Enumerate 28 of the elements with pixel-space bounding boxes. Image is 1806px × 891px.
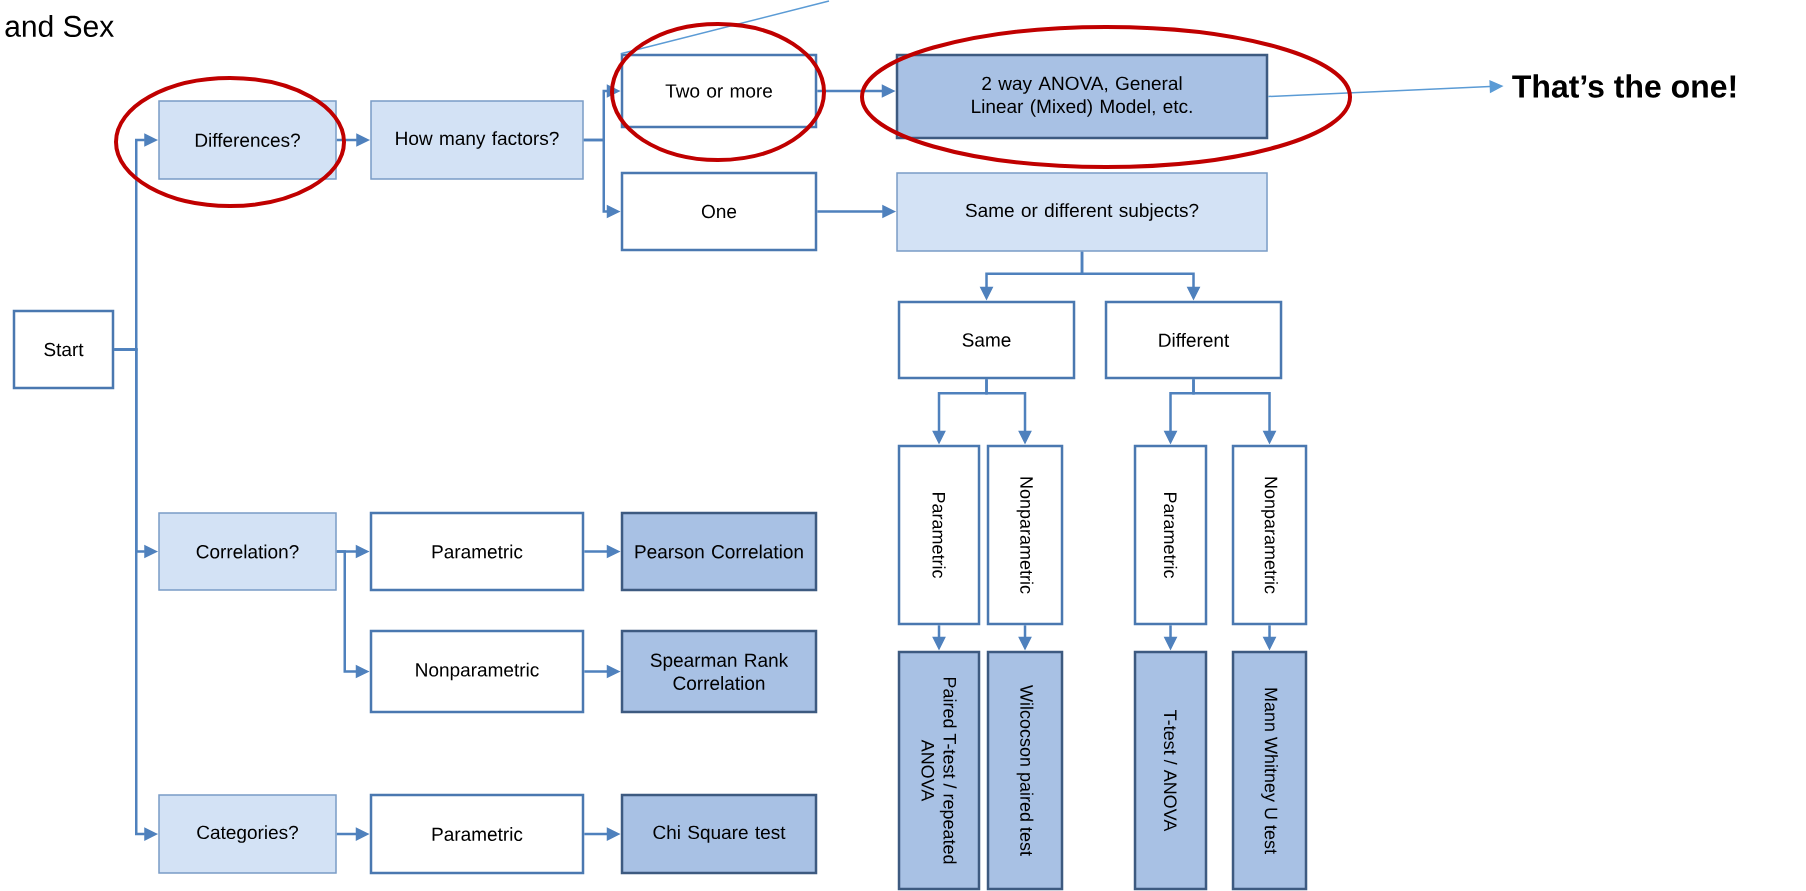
option-box: Nonparametric	[1231, 444, 1308, 626]
result-box: 2 way ANOVA, General Linear (Mixed) Model, etc.	[895, 53, 1269, 140]
result-box: Mann Whitney U test	[1231, 650, 1308, 891]
question-box: Differences?	[158, 100, 337, 180]
callout-text: That’s the one!	[1512, 74, 1736, 98]
option-box: Parametric	[369, 511, 585, 592]
question-box: How many factors?	[370, 100, 584, 180]
option-box: Start	[12, 309, 115, 390]
option-box: Same	[897, 300, 1076, 380]
option-box: Parametric	[369, 793, 585, 875]
option-box: One	[620, 171, 818, 252]
result-box: Paired T-test / repeated ANOVA	[897, 650, 981, 891]
result-box: Wilcocson paired test	[986, 650, 1064, 891]
option-box: Different	[1104, 300, 1283, 380]
result-box: Chi Square test	[620, 793, 818, 875]
option-box: Parametric	[897, 444, 981, 626]
result-box: Spearman Rank Correlation	[620, 629, 818, 714]
result-box: Pearson Correlation	[620, 511, 818, 592]
note-text: and Sex	[5, 15, 114, 37]
option-box: Nonparametric	[986, 444, 1064, 626]
question-box: Categories?	[158, 794, 337, 874]
option-box: Parametric	[1133, 444, 1208, 626]
option-box: Two or more	[620, 53, 818, 129]
question-box: Same or different subjects?	[896, 172, 1268, 252]
question-box: Correlation?	[158, 512, 337, 591]
result-box: T-test / ANOVA	[1133, 650, 1208, 891]
leader-line	[620, 0, 830, 55]
option-box: Nonparametric	[369, 629, 585, 714]
